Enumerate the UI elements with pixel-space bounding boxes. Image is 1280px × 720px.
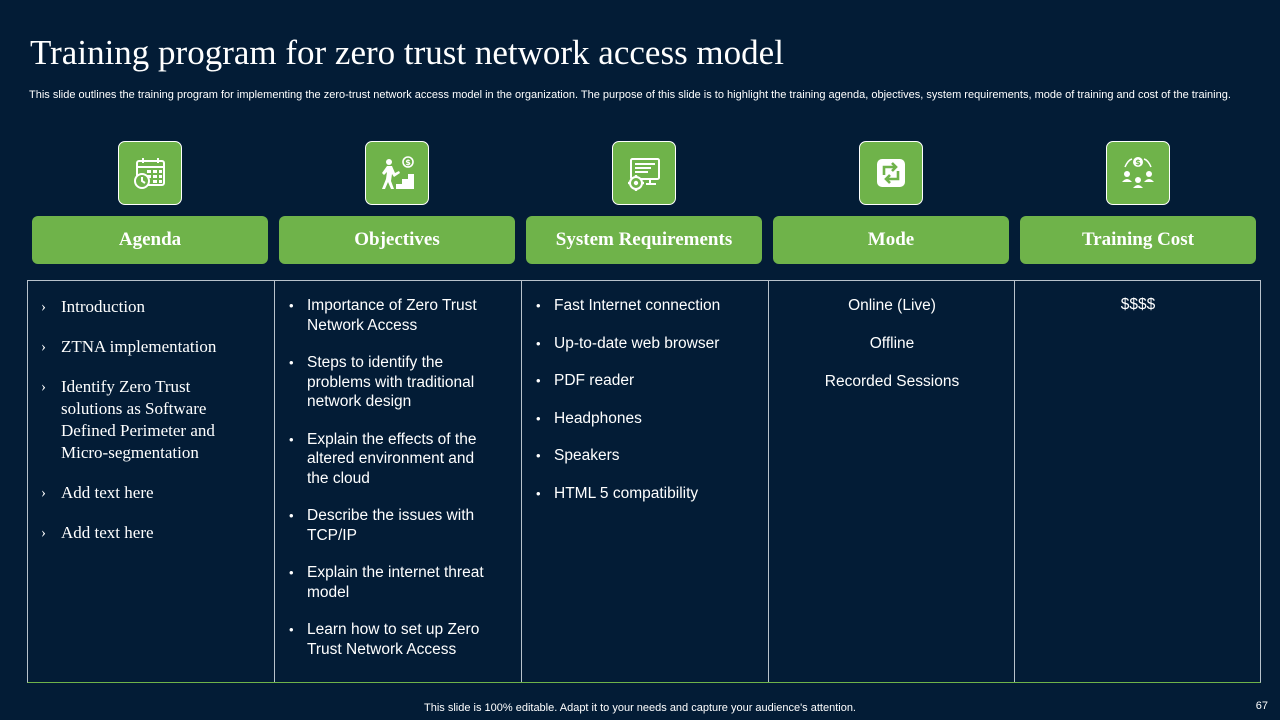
objectives-list: •Importance of Zero Trust Network Access… — [289, 296, 489, 677]
list-item: Offline — [869, 335, 915, 352]
bullet-icon: • — [289, 355, 294, 370]
slide-subtitle: This slide outlines the training program… — [29, 89, 1231, 101]
cost-cell: $$$$ — [1014, 281, 1260, 682]
header-mode: Mode — [773, 216, 1009, 264]
list-item: •Up-to-date web browser — [536, 334, 720, 352]
objectives-cell: •Importance of Zero Trust Network Access… — [274, 281, 521, 682]
list-item: •Fast Internet connection — [536, 297, 721, 314]
bullet-icon: • — [289, 622, 294, 637]
header-objectives: Objectives — [279, 216, 515, 264]
column-mode: Mode — [768, 138, 1014, 684]
svg-text:$: $ — [405, 158, 411, 167]
list-item: •Importance of Zero Trust Network Access — [289, 297, 477, 334]
list-item: •Explain the effects of the altered envi… — [289, 430, 477, 487]
chevron-right-icon: › — [41, 379, 46, 395]
slide-title: Training program for zero trust network … — [30, 33, 784, 72]
chevron-right-icon: › — [41, 339, 46, 355]
list-item: ›ZTNA implementation — [41, 337, 217, 356]
bullet-icon: • — [536, 298, 541, 313]
list-item: ›Identify Zero Trust solutions as Softwa… — [41, 377, 215, 462]
list-item: ›Introduction — [41, 297, 146, 316]
chevron-right-icon: › — [41, 525, 46, 541]
list-item: •Steps to identify the problems with tra… — [289, 354, 475, 410]
column-training-cost: $ Training Cost — [1015, 138, 1261, 684]
column-headers: Agenda $ Objectives — [27, 138, 1261, 684]
switch-arrows-icon — [859, 141, 923, 205]
bullet-icon: • — [536, 410, 541, 426]
mode-cell: Online (Live) Offline Recorded Sessions — [768, 281, 1015, 682]
list-item: Online (Live) — [848, 297, 936, 314]
chevron-right-icon: › — [41, 485, 46, 501]
column-system-requirements: System Requirements — [521, 138, 767, 684]
list-item: •Learn how to set up Zero Trust Network … — [289, 621, 480, 658]
requirements-cell: •Fast Internet connection •Up-to-date we… — [521, 281, 768, 682]
list-item: •Headphones — [536, 409, 642, 427]
calendar-clock-icon — [118, 141, 182, 205]
people-dollar-icon: $ — [1106, 141, 1170, 205]
agenda-cell: ›Introduction ›ZTNA implementation ›Iden… — [28, 281, 275, 682]
computer-gear-icon — [612, 141, 676, 205]
list-item: •Describe the issues with TCP/IP — [289, 507, 475, 544]
bullet-icon: • — [536, 373, 541, 388]
chevron-right-icon: › — [41, 299, 46, 315]
bullet-icon: • — [289, 508, 294, 523]
requirements-list: •Fast Internet connection •Up-to-date we… — [536, 296, 746, 521]
page-number: 67 — [1255, 700, 1268, 712]
svg-text:$: $ — [1135, 158, 1141, 167]
bullet-icon: • — [536, 485, 541, 501]
list-item: •Speakers — [536, 447, 620, 464]
cost-value: $$$$ — [1120, 296, 1156, 313]
list-item: ›Add text here — [41, 483, 154, 502]
header-training-cost: Training Cost — [1020, 216, 1256, 264]
bullet-icon: • — [289, 565, 294, 580]
column-objectives: $ Objectives — [274, 138, 520, 684]
mode-list: Online (Live) Offline Recorded Sessions — [769, 296, 1015, 410]
list-item: •PDF reader — [536, 372, 635, 389]
list-item: ›Add text here — [41, 523, 154, 542]
bullet-icon: • — [289, 431, 294, 447]
list-item: •Explain the internet threat model — [289, 564, 484, 601]
list-item: •HTML 5 compatibility — [536, 484, 699, 502]
header-system-requirements: System Requirements — [526, 216, 762, 264]
bullet-icon: • — [536, 448, 541, 463]
list-item: Recorded Sessions — [824, 373, 960, 390]
column-agenda: Agenda — [27, 138, 273, 684]
header-agenda: Agenda — [32, 216, 268, 264]
training-table: ›Introduction ›ZTNA implementation ›Iden… — [27, 280, 1261, 683]
footer-note: This slide is 100% editable. Adapt it to… — [424, 702, 856, 714]
bullet-icon: • — [536, 335, 541, 351]
stairs-goal-icon: $ — [365, 141, 429, 205]
bullet-icon: • — [289, 298, 294, 313]
agenda-list: ›Introduction ›ZTNA implementation ›Iden… — [41, 296, 251, 562]
